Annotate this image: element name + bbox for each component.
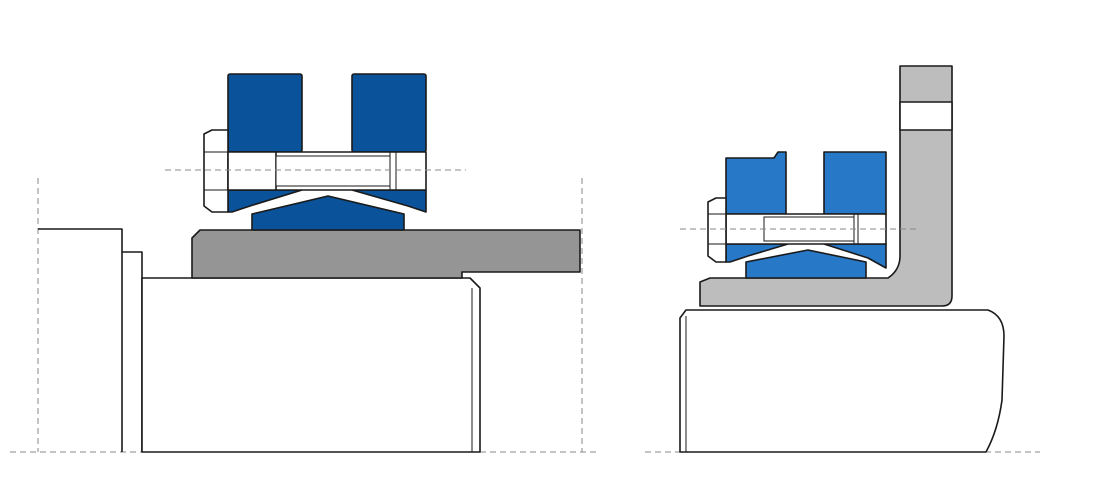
shaft-step-medium <box>122 251 143 452</box>
bolt-thread <box>275 155 391 187</box>
inner-cone-ring <box>251 195 405 231</box>
bolt-head <box>203 129 229 213</box>
right-collar-upper-right <box>823 151 887 215</box>
shaft-body <box>679 309 1005 453</box>
bolt-head-right <box>707 197 727 263</box>
hub-body <box>141 277 481 453</box>
bolt-shank <box>227 151 277 191</box>
flange-bracket <box>699 65 953 307</box>
tapered-sleeve <box>191 229 581 279</box>
flange-window <box>899 101 953 131</box>
right-collar-upper <box>351 73 427 153</box>
inner-cone-ring-right <box>745 249 867 279</box>
left-collar-upper-right <box>725 151 787 215</box>
shaft-step-large <box>38 228 123 452</box>
left-assembly <box>10 73 600 453</box>
left-collar-upper <box>227 73 303 153</box>
right-assembly <box>645 65 1040 453</box>
